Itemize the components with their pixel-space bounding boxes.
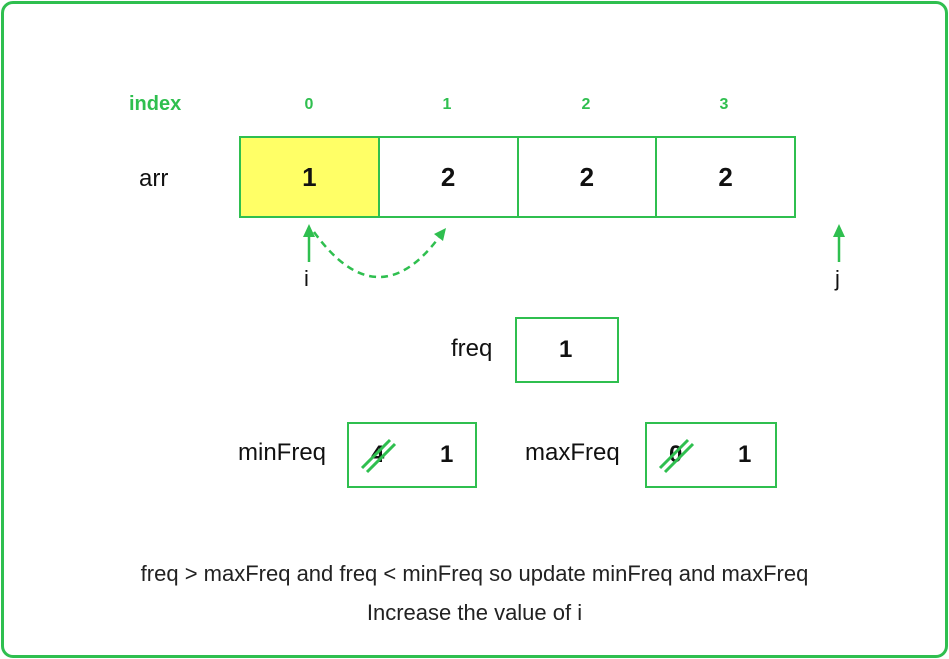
array-cells: 1 2 2 2 — [239, 136, 796, 218]
arr-label: arr — [139, 165, 169, 192]
minfreq-new-value: 1 — [440, 441, 454, 468]
index-label: index — [129, 93, 182, 115]
minfreq-box: 4 1 — [347, 422, 477, 488]
caption-line-2: Increase the value of i — [366, 600, 583, 625]
maxfreq-strike-icon — [658, 438, 695, 474]
minfreq-strike-icon — [360, 438, 397, 474]
freq-label: freq — [451, 335, 493, 362]
pointer-i-label: i — [304, 266, 309, 291]
pointer-j-arrow-icon — [833, 224, 845, 262]
index-0: 0 — [304, 96, 314, 113]
move-i-curved-arrow-icon — [312, 228, 446, 279]
index-3: 3 — [719, 96, 729, 113]
maxfreq-box: 0 1 — [645, 422, 777, 488]
pointer-i-arrow-icon — [303, 224, 315, 262]
freq-value: 1 — [559, 336, 573, 363]
index-2: 2 — [581, 96, 591, 113]
minfreq-label: minFreq — [238, 439, 327, 466]
pointer-j-label: j — [835, 266, 840, 291]
array-cell-3: 2 — [655, 136, 796, 218]
maxfreq-label: maxFreq — [525, 439, 620, 466]
maxfreq-new-value: 1 — [738, 441, 752, 468]
freq-box: 1 — [515, 317, 619, 383]
index-1: 1 — [442, 96, 452, 113]
caption-line-1: freq > maxFreq and freq < minFreq so upd… — [140, 561, 809, 586]
